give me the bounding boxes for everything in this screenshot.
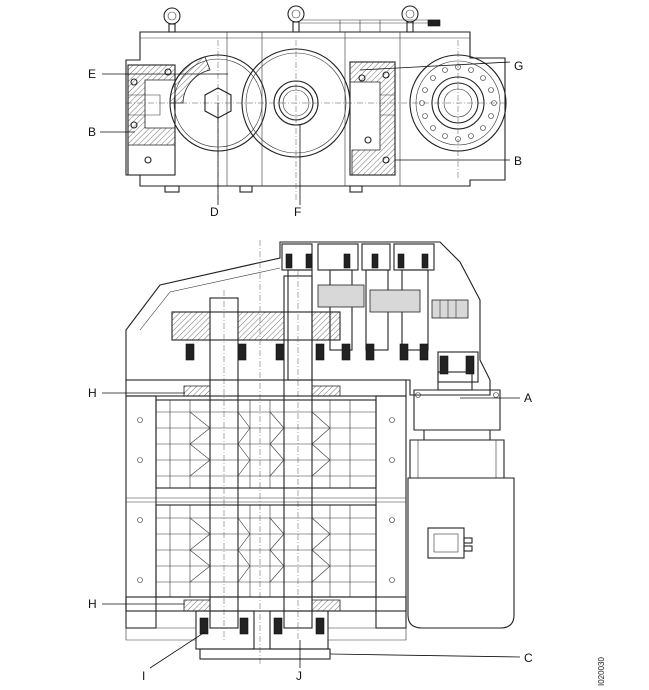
label-i: I (142, 669, 145, 683)
gearbox-side-section (125, 240, 515, 665)
callout-labels: E B D F G B H H A C I J I020030 (88, 59, 606, 686)
label-j: J (296, 669, 302, 683)
label-d: D (210, 205, 219, 219)
drive-motor (407, 371, 515, 629)
lifting-eye-center (287, 5, 305, 33)
label-f: F (294, 205, 301, 219)
input-flange (409, 54, 507, 152)
label-b-right: B (514, 154, 522, 168)
gearbox-end-view (125, 5, 507, 200)
lifting-eye-right (401, 5, 419, 33)
lifting-eye-left (163, 7, 181, 33)
label-h-top: H (88, 386, 97, 400)
leader-lines (100, 61, 521, 669)
drawing-code: I020030 (597, 657, 606, 686)
label-e: E (88, 67, 96, 81)
label-a: A (524, 391, 532, 405)
label-c: C (524, 651, 533, 665)
rotor-stack-upper (155, 399, 377, 489)
label-h-bottom: H (88, 597, 97, 611)
label-g: G (514, 59, 523, 73)
rotor-stack-lower (155, 504, 377, 598)
label-b-left: B (88, 125, 96, 139)
